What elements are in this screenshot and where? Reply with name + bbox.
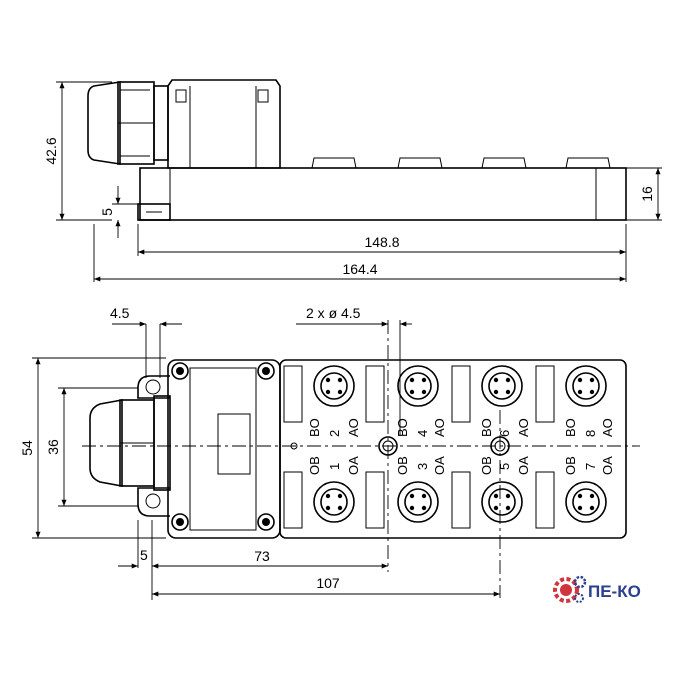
side-view: 42.6 5 16 148.8 164.4 — [43, 79, 662, 282]
port-label-2-bottom: AO — [346, 418, 361, 437]
dim-holes: 2 x ø 4.5 — [306, 305, 361, 321]
connector-7 — [565, 481, 607, 523]
port-label-5-bottom: OA — [516, 456, 531, 475]
port-num-8: 8 — [583, 430, 598, 437]
connector-2 — [313, 365, 355, 407]
port-num-3: 3 — [415, 463, 430, 470]
port-label-7-bottom: OA — [600, 456, 615, 475]
gland-nut-side — [87, 81, 121, 165]
port-num-4: 4 — [415, 430, 430, 437]
port-label-6-top: BO — [479, 418, 494, 437]
connector-6 — [481, 365, 523, 407]
base-foot — [137, 203, 171, 221]
dim-42-6: 42.6 — [43, 137, 59, 164]
port-labels: BO 2 AO OB 1 OA BO 4 AO OB 3 OA BO 6 AO … — [307, 418, 615, 475]
gland-nut-top — [89, 399, 123, 487]
gear-icon — [553, 575, 587, 603]
connector-8 — [565, 365, 607, 407]
port-label-8-top: BO — [563, 418, 578, 437]
ear-bottom — [137, 487, 170, 517]
dim-164-4: 164.4 — [342, 261, 377, 277]
dim-4-5: 4.5 — [110, 305, 130, 321]
port-label-7-top: OB — [563, 456, 578, 475]
connector-tops-side — [311, 157, 611, 169]
dim-16: 16 — [639, 186, 655, 202]
port-num-5: 5 — [497, 463, 512, 470]
top-view: BO 2 AO OB 1 OA BO 4 AO OB 3 OA BO 6 AO … — [19, 305, 640, 600]
port-num-2: 2 — [327, 430, 342, 437]
logo-text: ПЕ-КО — [588, 582, 641, 601]
dim-5-side: 5 — [99, 208, 115, 216]
connector-5 — [481, 481, 523, 523]
port-num-1: 1 — [327, 463, 342, 470]
port-label-5-top: OB — [479, 456, 494, 475]
port-label-6-bottom: AO — [516, 418, 531, 437]
body-top — [279, 359, 627, 539]
connector-3 — [397, 481, 439, 523]
label-window — [217, 413, 251, 475]
dim-107: 107 — [316, 575, 340, 591]
dim-36: 36 — [45, 439, 61, 455]
body-side — [139, 167, 627, 221]
cover-top — [167, 359, 281, 539]
port-label-4-bottom: AO — [432, 418, 447, 437]
dim-54: 54 — [19, 440, 35, 456]
dim-73: 73 — [254, 548, 270, 564]
logo: ПЕ-КО — [553, 575, 641, 603]
connector-4 — [397, 365, 439, 407]
port-label-1-bottom: OA — [346, 456, 361, 475]
port-label-3-bottom: OA — [432, 456, 447, 475]
port-label-3-top: OB — [395, 456, 410, 475]
label-strips — [283, 365, 555, 529]
port-num-7: 7 — [583, 463, 598, 470]
port-label-2-top: BO — [307, 418, 322, 437]
port-num-6: 6 — [497, 430, 512, 437]
dim-5-top: 5 — [140, 547, 148, 563]
connectors — [313, 365, 607, 523]
port-label-8-bottom: AO — [600, 418, 615, 437]
cover-side — [167, 79, 281, 169]
dim-148-8: 148.8 — [364, 234, 399, 250]
port-label-1-top: OB — [307, 456, 322, 475]
port-label-4-top: BO — [395, 418, 410, 437]
ear-top — [137, 375, 170, 399]
connector-1 — [313, 481, 355, 523]
